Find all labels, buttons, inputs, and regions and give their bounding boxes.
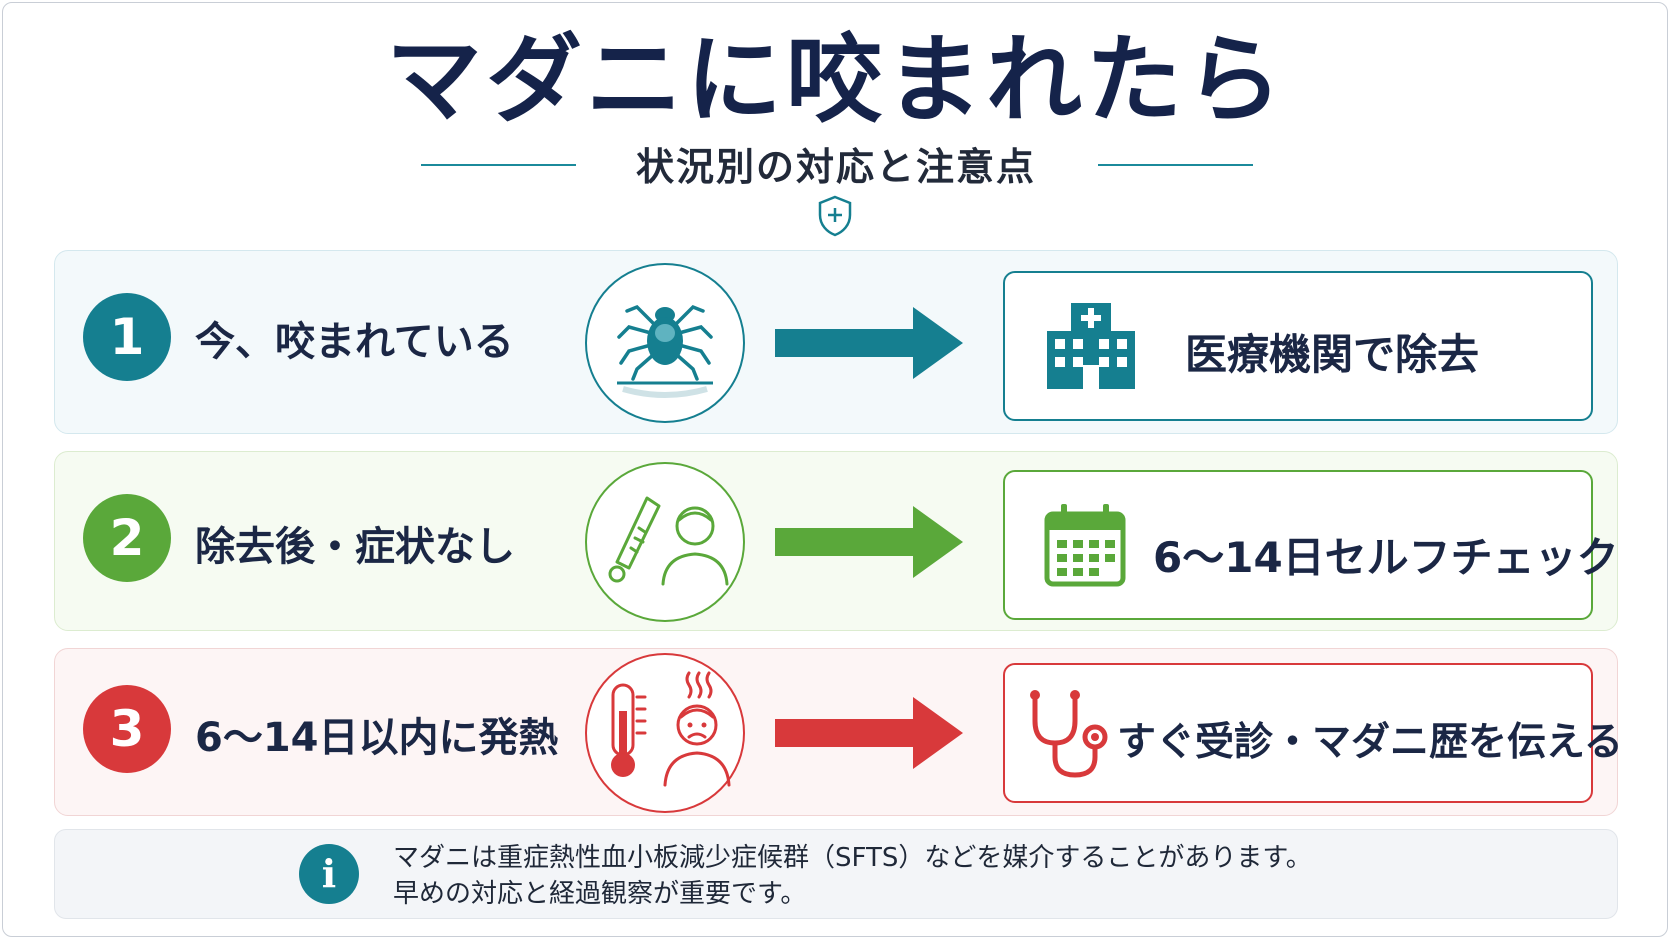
step-number-badge: 3 — [83, 685, 171, 773]
info-note-text: マダニは重症熱性血小板減少症候群（SFTS）などを媒介することがあります。 早め… — [393, 840, 1312, 912]
arrow-right-icon — [775, 697, 963, 769]
step-condition: 除去後・症状なし — [195, 524, 515, 570]
step-action-box: すぐ受診・マダニ歴を伝える — [1003, 663, 1623, 803]
arrow-right-icon — [775, 506, 963, 578]
shield-plus-icon — [818, 195, 852, 237]
step-action-text: 6〜14日セルフチェック — [1153, 533, 1619, 582]
tick-on-skin-icon — [585, 263, 745, 423]
info-icon: i — [299, 844, 359, 904]
info-note-line: 早めの対応と経過観察が重要です。 — [393, 879, 807, 909]
step-row-1: 1 今、咬まれている — [54, 250, 1618, 434]
page-subtitle: 状況別の対応と注意点 — [635, 145, 1036, 189]
step-row-3: 3 6〜14日以内に発熱 — [54, 648, 1623, 816]
thermometer-person-icon — [585, 462, 745, 622]
page-title: マダニに咬まれたら — [386, 24, 1286, 136]
step-number-badge: 1 — [83, 293, 171, 381]
subtitle-area: 状況別の対応と注意点 — [0, 136, 1672, 196]
step-row-2: 2 除去後・症状なし — [54, 451, 1619, 631]
step-action-text: 医療機関で除去 — [1185, 330, 1480, 379]
subtitle-rule-right — [1098, 164, 1253, 166]
step-action-box: 医療機関で除去 — [1003, 271, 1593, 421]
info-note: i マダニは重症熱性血小板減少症候群（SFTS）などを媒介することがあります。 … — [54, 829, 1618, 919]
step-number-badge: 2 — [83, 494, 171, 582]
subtitle-rule-left — [421, 164, 576, 166]
step-action-box: 6〜14日セルフチェック — [1003, 470, 1619, 620]
stethoscope-icon — [1030, 690, 1108, 778]
step-action-text: すぐ受診・マダニ歴を伝える — [1117, 720, 1623, 765]
calendar-icon — [1044, 504, 1126, 587]
arrow-right-icon — [775, 307, 963, 379]
step-condition: 6〜14日以内に発熱 — [195, 715, 559, 761]
hospital-icon — [1047, 303, 1135, 389]
fever-person-icon — [585, 653, 745, 813]
info-note-line: マダニは重症熱性血小板減少症候群（SFTS）などを媒介することがあります。 — [393, 843, 1312, 873]
step-condition: 今、咬まれている — [195, 319, 514, 365]
